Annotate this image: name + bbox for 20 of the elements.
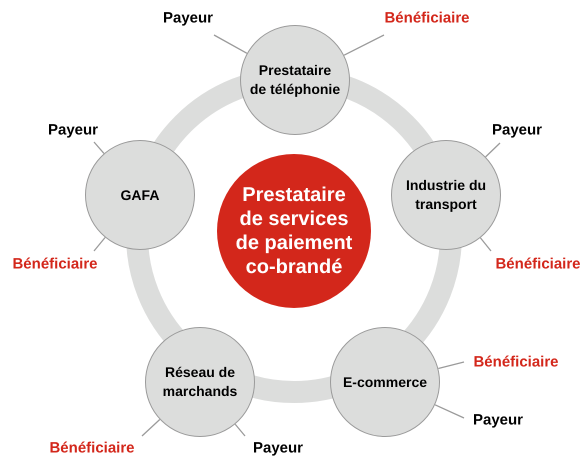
role-label: Bénéficiaire (384, 10, 470, 26)
role-label: Bénéficiaire (473, 354, 559, 370)
role-label: Bénéficiaire (49, 440, 135, 456)
role-label: Bénéficiaire (495, 256, 581, 272)
role-label: Payeur (162, 10, 214, 26)
leader-line (438, 361, 464, 370)
role-label: Payeur (472, 412, 524, 428)
leader-line (480, 237, 492, 252)
leader-line (94, 142, 104, 154)
leader-line (234, 424, 246, 436)
leader-line (142, 419, 160, 436)
leader-line (434, 404, 464, 419)
role-label: Payeur (252, 440, 304, 456)
role-label: Bénéficiaire (12, 256, 98, 272)
leader-line (214, 34, 248, 54)
role-label: Payeur (492, 122, 542, 138)
role-label: Payeur (48, 122, 98, 138)
leader-line (485, 142, 500, 158)
leader-line (94, 237, 106, 252)
leader-line (344, 34, 384, 56)
